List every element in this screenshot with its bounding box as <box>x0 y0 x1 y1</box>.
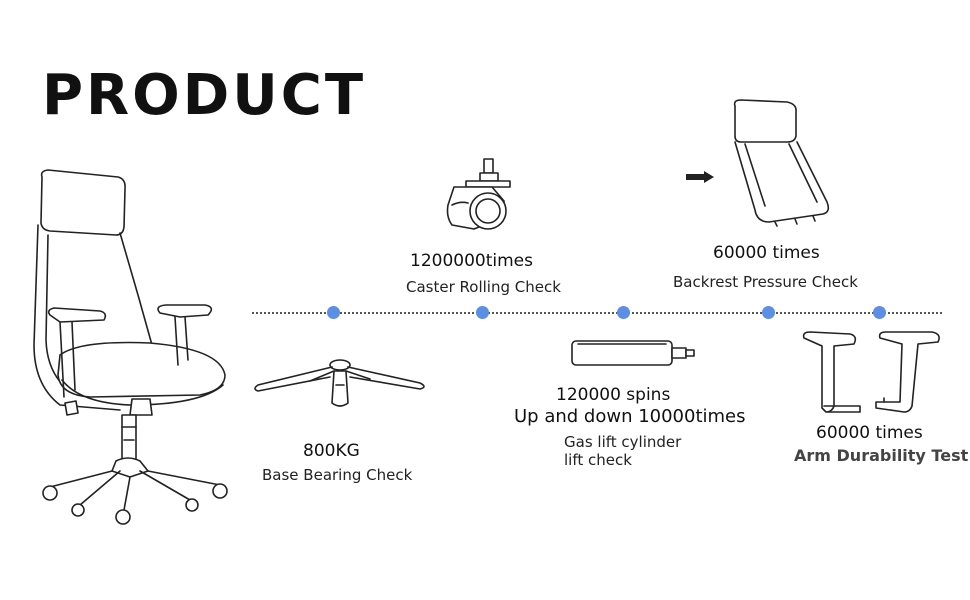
armrest-icon <box>802 331 940 413</box>
base-value: 800KG <box>303 441 360 461</box>
push-arrow-icon <box>686 171 714 183</box>
chair-base-icon <box>254 359 425 407</box>
arm-label: Arm Durability Test <box>794 446 969 465</box>
timeline-dot-base <box>327 306 340 319</box>
backrest-value: 60000 times <box>713 243 820 263</box>
arm-value: 60000 times <box>816 423 923 443</box>
base-label: Base Bearing Check <box>262 466 413 484</box>
gas-cylinder-icon <box>571 340 695 366</box>
timeline-dot-caster <box>476 306 489 319</box>
timeline-dot-gaslift <box>617 306 630 319</box>
backrest-label: Backrest Pressure Check <box>673 273 858 291</box>
timeline-dot-arm <box>873 306 886 319</box>
gaslift-label-line1: Gas lift cylinder <box>564 433 682 451</box>
gaslift-value-spins: 120000 spins <box>556 385 671 405</box>
caster-wheel-icon <box>446 158 511 230</box>
caster-label: Caster Rolling Check <box>406 278 561 296</box>
timeline-line <box>252 312 942 314</box>
gaslift-value-updown: Up and down 10000times <box>514 406 746 427</box>
gaslift-label-line2: lift check <box>564 451 632 469</box>
caster-value: 1200000times <box>410 251 533 271</box>
backrest-icon <box>733 99 830 227</box>
timeline-dot-backrest <box>762 306 775 319</box>
office-chair-illustration <box>33 169 228 525</box>
page-title: PRODUCT <box>42 63 367 128</box>
